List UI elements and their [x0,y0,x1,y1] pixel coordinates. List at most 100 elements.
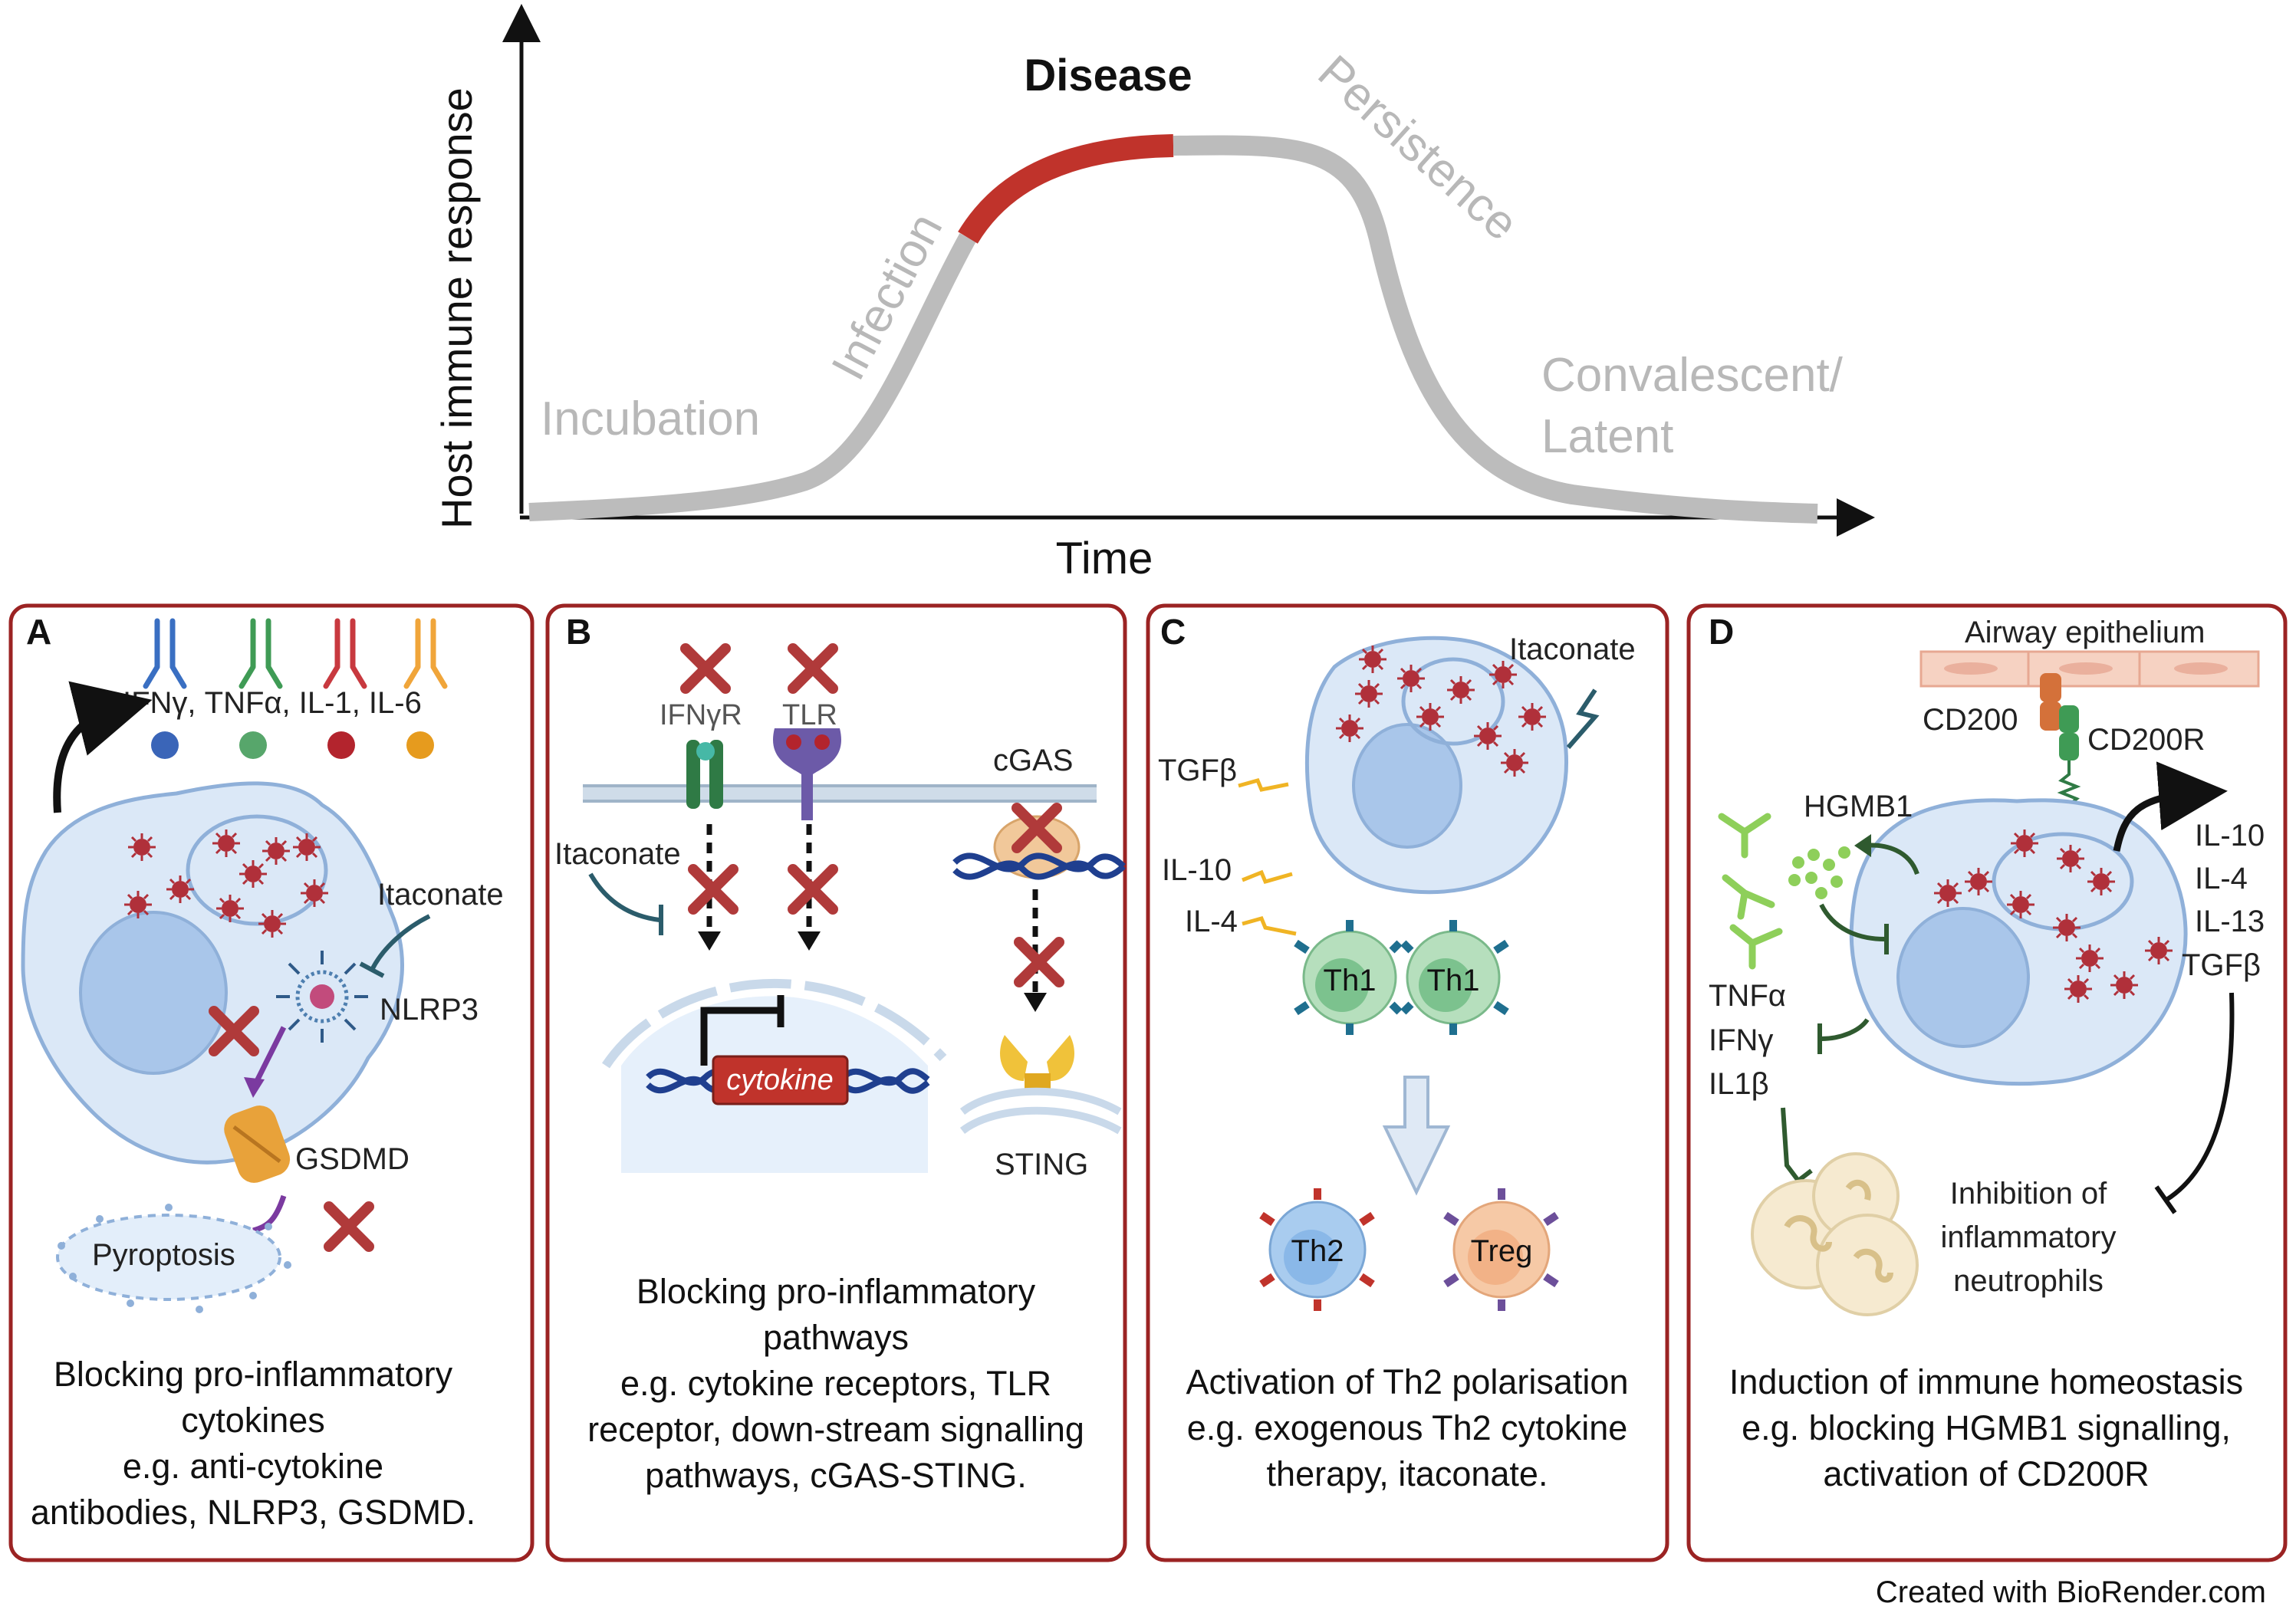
tgfb-label: TGFβ [1158,754,1237,787]
panel-c-letter: C [1160,612,1186,652]
sting-label: STING [995,1148,1088,1181]
th2-label: Th2 [1291,1234,1344,1268]
svg-text:therapy, itaconate.: therapy, itaconate. [1267,1454,1548,1493]
gsdmd-pore-icon [224,1105,291,1183]
cd200r-receptor-icon [2057,705,2081,806]
promoter-arrow [700,1007,781,1066]
polarisation-arrow [1382,1076,1451,1196]
treg-cell-icon [1443,1188,1559,1311]
ifng-label: IFNγ [1709,1023,1773,1057]
pyroptotic-debris-icon [56,1204,291,1313]
neutrophil-inhibition [1781,1107,1801,1182]
panel-d-caption: Induction of immune homeostasis e.g. blo… [1729,1362,2243,1493]
th1-cell-icon [1294,920,1509,1035]
svg-text:TGFβ: TGFβ [2182,948,2261,982]
svg-text:receptor, down-stream signalli: receptor, down-stream signalling [587,1410,1084,1449]
cytokine-signal-icon [1238,777,1297,936]
inhibition-line [2165,992,2235,1202]
panel-c-caption: Activation of Th2 polarisation e.g. exog… [1186,1362,1628,1493]
svg-text:e.g. anti-cytokine: e.g. anti-cytokine [123,1447,383,1486]
phagosome [1401,657,1505,746]
cytokine-gene-label: cytokine [726,1064,833,1096]
cd200-ligand-icon [2040,673,2061,731]
itaconate-inhibition [370,914,431,971]
timeline-chart: Host immune response Time Incubation Inf… [433,4,1875,583]
antibody-icon [143,618,448,689]
pyroptosis-label: Pyroptosis [92,1238,235,1272]
stage-convalescent: Convalescent/ [1541,349,1844,402]
cell-membrane [583,784,1097,803]
svg-text:e.g. cytokine receptors, TLR: e.g. cytokine receptors, TLR [620,1364,1051,1403]
cytokine-dots [151,731,434,759]
svg-text:IL-13: IL-13 [2195,905,2265,938]
cd200r-label: CD200R [2087,723,2205,757]
panel-c: C Itaconate TGFβ IL-10 IL-4 [1146,603,1669,1562]
release-arrow [53,681,153,813]
svg-text:activation of CD200R: activation of CD200R [1823,1454,2149,1493]
cytokine-gene-box [712,1055,849,1105]
svg-text:e.g. blocking HGMB1 signalling: e.g. blocking HGMB1 signalling, [1742,1408,2231,1447]
cytokine-list: IFNγ, TNFα, IL-1, IL-6 [123,686,422,720]
treg-label: Treg [1471,1234,1533,1268]
th1-label-2: Th1 [1427,964,1480,997]
cytokine-inhibition [1821,1018,1870,1041]
nucleus [1352,723,1462,849]
svg-text:pathways: pathways [763,1318,909,1357]
inhibition-label: Inhibition of inflammatory neutrophils [1941,1177,2117,1298]
svg-text:IL-10: IL-10 [2195,819,2265,852]
pyroptosis-arrow [252,1194,287,1234]
panel-b: B IFNγR TLR cGAS Itaconate [545,603,1127,1562]
svg-text:Activation of Th2 polarisation: Activation of Th2 polarisation [1186,1362,1628,1401]
il1b-label: IL1β [1709,1067,1769,1101]
svg-text:Induction of immune homeostasi: Induction of immune homeostasis [1729,1362,2243,1401]
immune-curve-disease [958,134,1174,244]
svg-text:IL-4: IL-4 [2195,862,2248,895]
panel-d-letter: D [1709,612,1734,652]
x-axis-label: Time [1056,534,1153,583]
itaconate-label: Itaconate [377,878,504,912]
stage-latent: Latent [1541,410,1673,463]
il10-label: IL-10 [1162,853,1232,887]
stage-persistence: Persistence [1308,45,1528,251]
svg-text:Inhibition of: Inhibition of [1950,1177,2107,1211]
panel-a: A IFNγ, TNFα, IL-1, IL-6 Itaconate [8,603,535,1562]
airway-epithelium-label: Airway epithelium [1965,616,2205,649]
svg-text:e.g. exogenous Th2 cytokine: e.g. exogenous Th2 cytokine [1187,1408,1628,1447]
sting-protein-icon [959,1035,1122,1135]
itaconate-label: Itaconate [1509,632,1636,666]
svg-text:neutrophils: neutrophils [1953,1264,2104,1298]
phagosome [186,814,328,926]
epithelium-icon [1919,650,2260,688]
ifngr-receptor-icon [686,740,723,809]
nlrp3-inflammasome-icon [276,951,368,1043]
svg-text:antibodies, NLRP3, GSDMD.: antibodies, NLRP3, GSDMD. [31,1493,475,1532]
ifngr-label: IFNγR [660,699,742,731]
il4-label: IL-4 [1185,905,1238,938]
immune-curve-grey-right [1173,135,1818,524]
panel-a-caption: Blocking pro-inflammatory cytokines e.g.… [31,1355,475,1532]
gsdmd-label: GSDMD [295,1142,410,1176]
hgmb1-inhibition [1819,903,1886,941]
svg-text:Blocking pro-inflammatory: Blocking pro-inflammatory [636,1272,1036,1311]
itaconate-bolt-icon [1566,688,1600,749]
svg-text:inflammatory: inflammatory [1941,1220,2117,1254]
panel-b-letter: B [566,612,591,652]
nlrp3-label: NLRP3 [380,993,479,1027]
antibody-icon [1718,813,1783,970]
th1-label-1: Th1 [1324,964,1377,997]
tlr-receptor-icon [773,728,841,820]
cgas-label: cGAS [993,744,1073,777]
svg-text:Blocking pro-inflammatory: Blocking pro-inflammatory [54,1355,453,1394]
panel-d: D Airway epithelium CD200 CD200R [1686,603,2288,1562]
biorender-credit: Created with BioRender.com [1876,1575,2266,1609]
nucleus [1896,907,2030,1048]
hgmb1-molecules-icon [1788,846,1850,899]
release-arrow [2113,761,2228,852]
cytosolic-dna-icon [952,852,1126,880]
panel-a-letter: A [26,612,51,652]
itaconate-label: Itaconate [554,837,681,871]
panel-b-caption: Blocking pro-inflammatory pathways e.g. … [587,1272,1084,1495]
th2-cell-icon [1259,1188,1375,1311]
cytokine-list: IL-10 IL-4 IL-13 TGFβ [2182,819,2265,982]
stage-disease: Disease [1024,51,1192,100]
